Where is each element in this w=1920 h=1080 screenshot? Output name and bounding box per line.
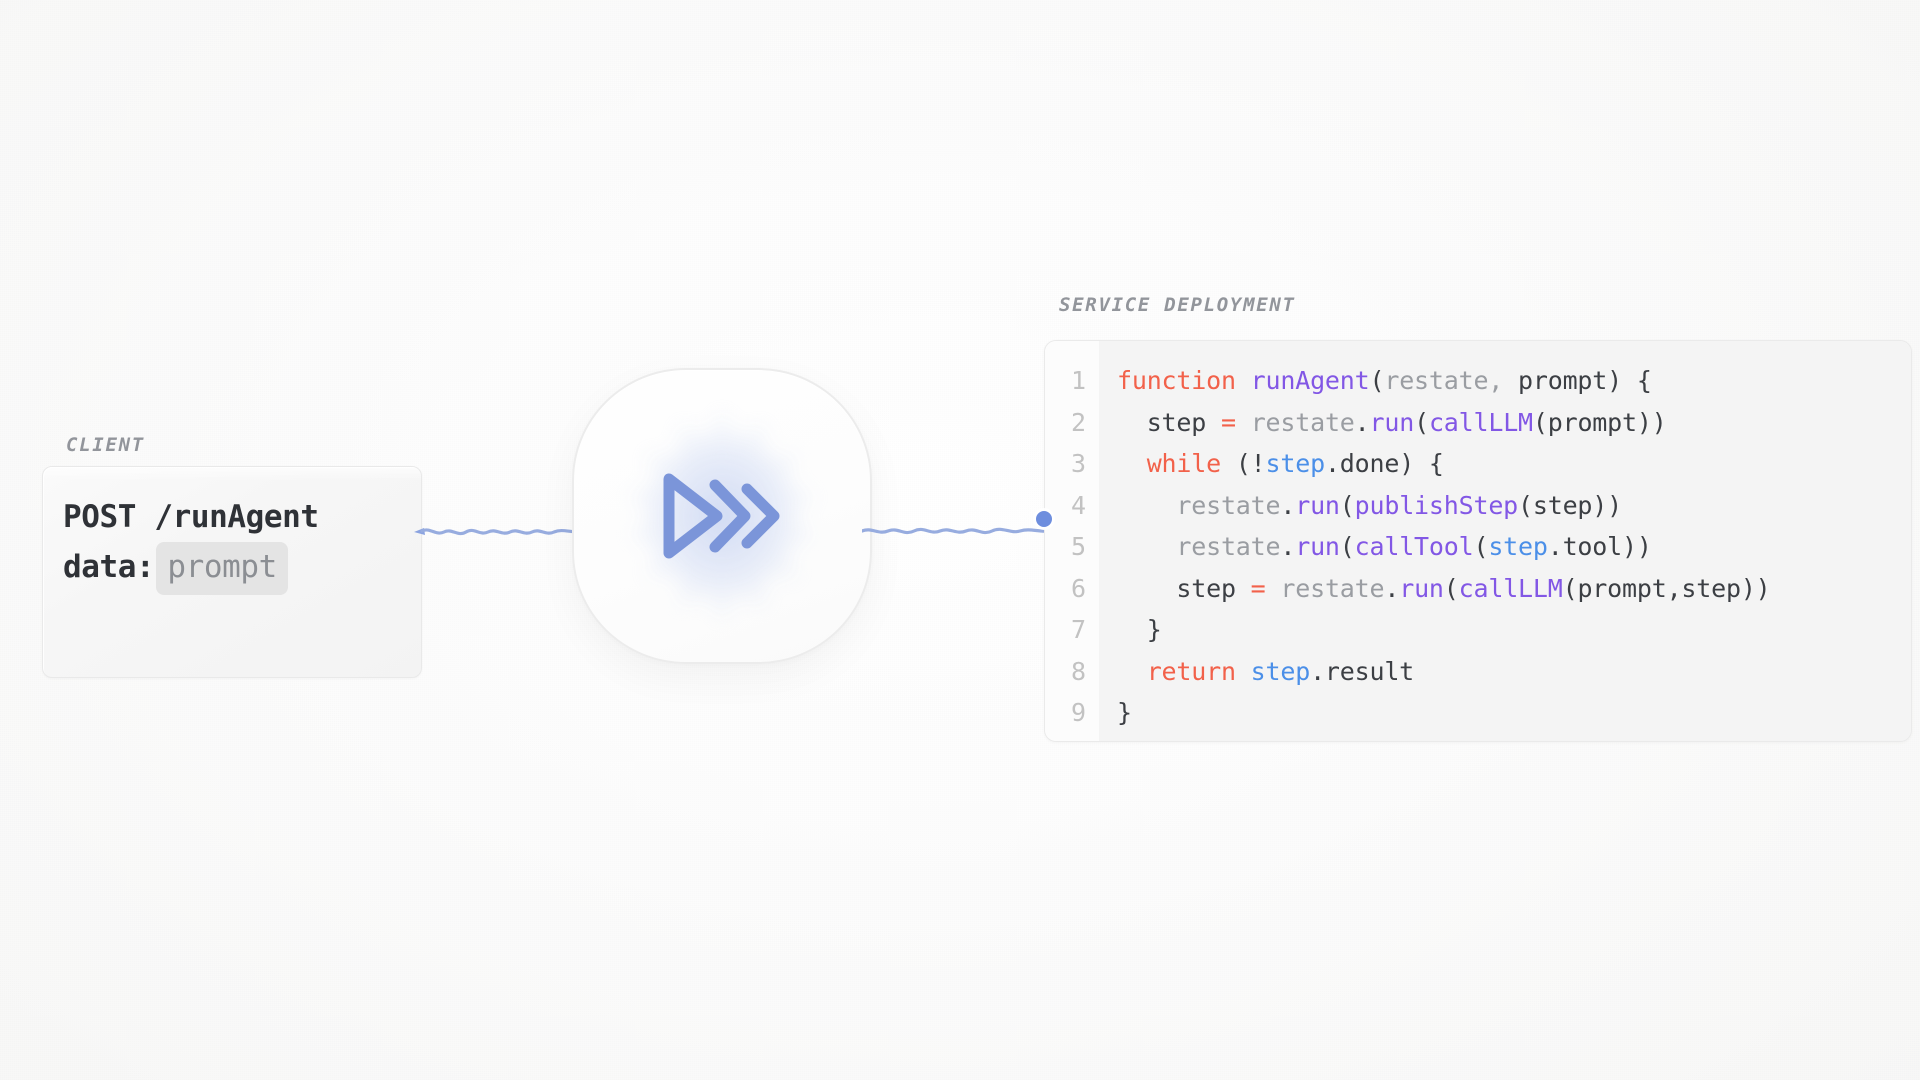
code-token: ) { (1607, 366, 1652, 395)
code-gutter: 1 2 3 4 5 6 7 8 9 (1045, 341, 1099, 741)
code-token: . (1280, 490, 1296, 520)
client-data-key: data: (63, 549, 155, 585)
code-token: .done) { (1324, 449, 1444, 478)
code-line: } (1117, 609, 1911, 651)
code-token: callTool (1354, 532, 1474, 561)
code-line-number: 3 (1070, 449, 1086, 478)
code-token: = (1250, 573, 1266, 603)
code-token: publishStep (1354, 490, 1519, 520)
code-token: restate (1280, 573, 1385, 603)
code-token (1266, 574, 1281, 603)
code-token (1117, 657, 1147, 686)
code-token: (step)) (1518, 490, 1622, 520)
code-line-number: 2 (1070, 407, 1086, 437)
code-line-number: 5 (1070, 532, 1086, 561)
code-token: ( (1339, 532, 1355, 561)
code-token: = (1220, 407, 1236, 437)
code-token: while (1146, 449, 1221, 478)
code-token: .tool)) (1547, 532, 1652, 561)
client-data-line: data:prompt (63, 542, 407, 595)
code-line-number: 7 (1070, 615, 1086, 644)
code-line: function runAgent(restate, prompt) { (1117, 360, 1911, 402)
code-token: prompt (1518, 366, 1608, 395)
code-token (1236, 366, 1251, 395)
code-token: runAgent (1250, 366, 1370, 395)
code-token: ( (1339, 490, 1355, 520)
code-token (1117, 449, 1147, 478)
code-token: ( (1369, 366, 1385, 395)
code-token: . (1384, 573, 1400, 603)
entry-point-dot (1036, 511, 1052, 527)
client-request-body: POST /runAgent data:prompt (63, 493, 407, 595)
code-line: } (1117, 692, 1911, 734)
code-line-number: 6 (1070, 573, 1086, 603)
code-token: step (1117, 407, 1221, 437)
code-token (1236, 408, 1251, 437)
code-token: restate (1176, 490, 1281, 520)
code-line: step = restate.run(callLLM(prompt)) (1117, 402, 1911, 444)
code-token: step (1488, 532, 1548, 561)
code-token: (! (1220, 449, 1266, 478)
service-section-label: SERVICE DEPLOYMENT (1059, 294, 1296, 316)
code-token: step (1265, 449, 1326, 478)
code-token: ( (1414, 407, 1429, 437)
code-token: . (1354, 407, 1370, 437)
code-line: restate.run(callTool(step.tool)) (1117, 526, 1911, 568)
code-token (1117, 532, 1176, 561)
code-token: run (1399, 573, 1444, 603)
code-token: restate (1250, 407, 1355, 437)
client-request-line: POST /runAgent (63, 499, 319, 535)
client-data-value-pill: prompt (156, 542, 288, 595)
code-line: while (!step.done) { (1117, 443, 1911, 485)
code-token: return (1146, 656, 1236, 686)
code-token: .result (1310, 656, 1415, 686)
code-token: ( (1443, 573, 1459, 603)
play-chevrons-icon (663, 473, 780, 559)
restate-logo-badge (572, 368, 872, 664)
code-token: callLLM (1458, 573, 1563, 603)
code-token: restate (1176, 532, 1281, 561)
code-line: restate.run(publishStep(step)) (1117, 485, 1911, 527)
code-token: step (1117, 573, 1251, 603)
code-token: run (1295, 532, 1340, 561)
code-token: step (1250, 656, 1311, 686)
code-line-number: 8 (1070, 656, 1086, 686)
code-token (1117, 491, 1176, 520)
code-token: (prompt,step)) (1562, 573, 1771, 603)
code-token: . (1280, 532, 1296, 561)
code-line: return step.result (1117, 651, 1911, 693)
code-token: } (1117, 615, 1162, 644)
code-token: run (1295, 490, 1340, 520)
code-token: (prompt)) (1532, 407, 1667, 437)
code-line-number: 1 (1070, 366, 1086, 395)
code-token: function (1117, 366, 1236, 395)
code-token: run (1369, 407, 1415, 437)
code-line-number: 9 (1070, 698, 1086, 727)
code-token: restate, (1384, 366, 1519, 395)
code-line: step = restate.run(callLLM(prompt,step)) (1117, 568, 1911, 610)
code-content: function runAgent(restate, prompt) { ste… (1099, 341, 1911, 741)
client-section-label: CLIENT (66, 434, 145, 456)
code-token (1236, 657, 1251, 686)
code-line-number: 4 (1070, 490, 1086, 520)
code-token: ( (1473, 532, 1489, 561)
code-token: callLLM (1428, 407, 1533, 437)
client-request-card: POST /runAgent data:prompt (42, 466, 422, 678)
code-token: } (1117, 698, 1132, 727)
